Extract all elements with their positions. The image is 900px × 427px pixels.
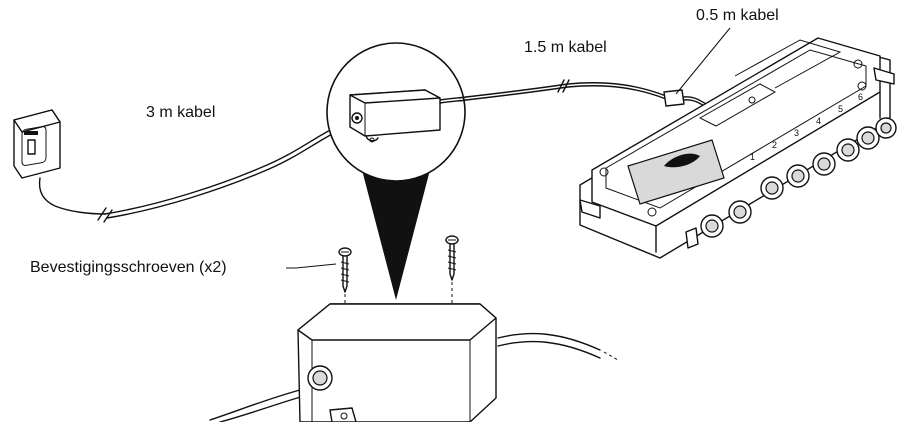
screw-right [445,235,459,281]
port-connector [856,126,880,150]
socket-slot [24,131,38,135]
port-number-2: 2 [772,140,777,150]
leader-0-5m [675,27,731,95]
label-1-5m-kabel: 1.5 m kabel [524,39,607,56]
cable-1-5m [465,79,667,101]
port-connector [786,164,810,188]
zoom-beam [362,170,430,300]
port-connector [836,138,860,162]
zoom-circle [326,42,467,182]
port-number-3: 3 [794,128,799,138]
port-numbers: 1 2 3 4 5 6 [750,92,863,162]
port-connector [812,152,836,176]
port-number-5: 5 [838,104,843,114]
port-number-4: 4 [816,116,821,126]
port-number-1: 1 [750,152,755,162]
adapter-detail [349,89,441,143]
port-number-6: 6 [858,92,863,102]
socket-switch [27,139,36,155]
cable-connector [663,89,707,108]
label-0-5m-kabel: 0.5 m kabel [696,7,779,24]
leader-screws [286,263,337,269]
label-3m-kabel: 3 m kabel [146,104,215,121]
screw-left [338,247,352,293]
port-connector [875,117,897,139]
label-bevestigingsschroeven: Bevestigingsschroeven (x2) [30,259,227,276]
power-adapter-large [209,303,619,423]
wall-socket [13,109,106,215]
port-connector [760,176,784,200]
port-connector [700,214,724,238]
cable-3m [97,121,351,223]
connector-ports [685,117,897,249]
junction-box [579,37,895,259]
port-connector [728,200,752,224]
